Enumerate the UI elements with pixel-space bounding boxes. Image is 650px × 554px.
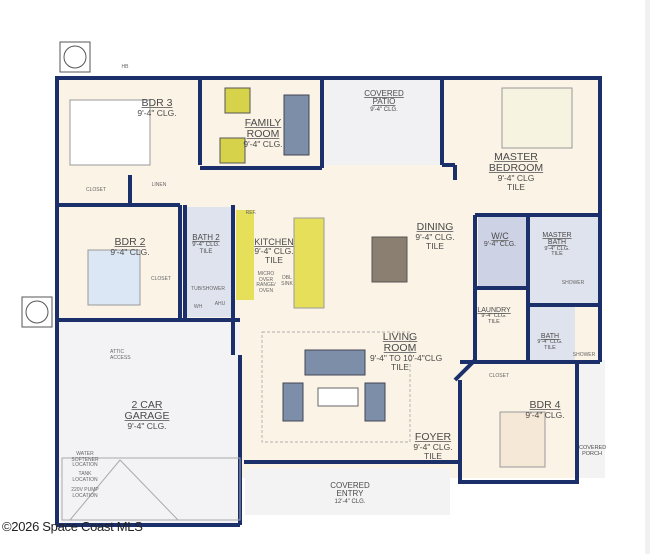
label-ref: REF. [245, 210, 257, 216]
copyright-watermark: ©2026 Space Coast MLS [2, 519, 143, 534]
label-micro-range: MICRO OVER RANGE/ OVEN [256, 271, 276, 294]
bath2-floor [185, 207, 232, 317]
walls [55, 76, 602, 527]
label-tank: TANK LOCATION [72, 471, 98, 483]
label-attic-access: ATTIC ACCESS [110, 349, 131, 361]
label-hose-bib: HB [121, 64, 129, 70]
family-sofa [283, 94, 310, 156]
label-closet-bdr2: CLOSET [150, 276, 172, 282]
room-label-porch: COVERED PORCH [579, 445, 607, 457]
label-dbl-sink: DBL SINK [281, 275, 293, 287]
coffee-table [317, 387, 359, 407]
scrollbar[interactable] [645, 0, 650, 554]
label-water-softener: WATER SOFTENER LOCATION [71, 451, 99, 468]
kitchen-island [293, 217, 325, 309]
porch-floor [577, 360, 605, 478]
label-shower-master: SHOWER [561, 280, 585, 286]
label-linen: LINEN [151, 182, 167, 188]
label-closet-bdr4: CLOSET [488, 373, 510, 379]
dining-table [371, 236, 408, 283]
label-ahu: AHU [214, 301, 226, 307]
patio-floor [325, 80, 442, 165]
label-pump: 220V PUMP LOCATION [71, 487, 99, 499]
bdr4-bed [499, 411, 546, 468]
master-bed [501, 87, 573, 149]
label-tub-shower: TUB/SHOWER [191, 286, 225, 292]
living-rug [261, 331, 411, 443]
wic-floor [478, 217, 526, 287]
family-chair [219, 137, 246, 164]
chair-right [364, 382, 386, 422]
ac-unit-icon [21, 41, 91, 328]
label-shower-bath: SHOWER [572, 352, 596, 358]
mbath-floor [530, 217, 598, 307]
label-closet-bdr3: CLOSET [85, 187, 107, 193]
garage-door [61, 457, 241, 521]
bdr2-bed [87, 249, 141, 306]
family-chair [224, 87, 251, 114]
label-water-heater: WH [193, 304, 203, 310]
bath-floor [527, 307, 575, 362]
kitchen-counter [236, 210, 254, 300]
entry-floor [245, 468, 450, 515]
sofa [304, 349, 366, 376]
chair-left [282, 382, 304, 422]
bdr3-bed [69, 99, 151, 166]
